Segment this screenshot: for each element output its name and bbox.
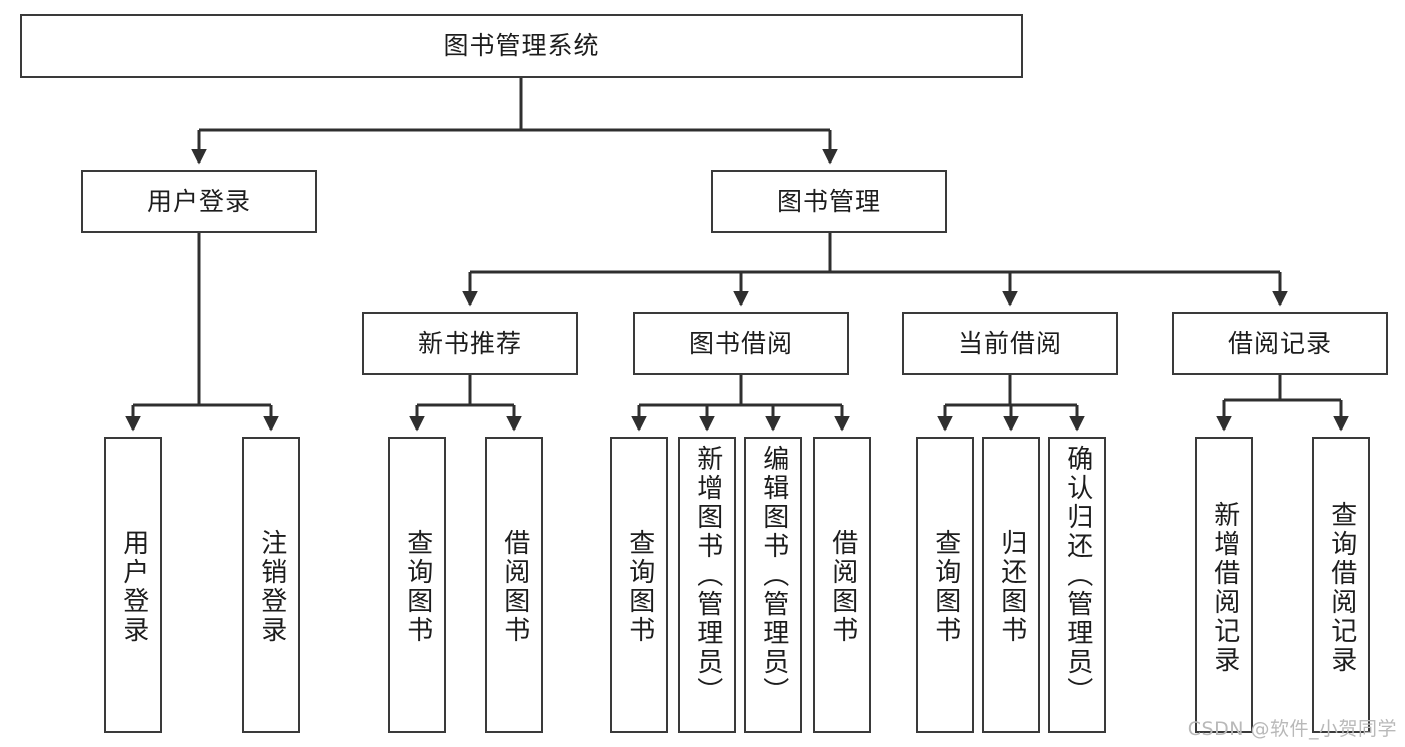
- node-label: 查询图书: [402, 529, 433, 645]
- node-label: 借阅图书: [499, 529, 530, 645]
- node-current-borrow[interactable]: 当前借阅: [902, 312, 1118, 375]
- node-leaf-logout[interactable]: 注销登录: [242, 437, 300, 733]
- node-book-borrow[interactable]: 图书借阅: [633, 312, 849, 375]
- node-label: 确认归还（管理员）: [1062, 445, 1093, 706]
- node-label: 查询图书: [930, 529, 961, 645]
- node-leaf-user-login[interactable]: 用户登录: [104, 437, 162, 733]
- node-book-management[interactable]: 图书管理: [711, 170, 947, 233]
- node-leaf-query-book-borrow[interactable]: 查询图书: [610, 437, 668, 733]
- node-label: 当前借阅: [957, 328, 1062, 358]
- node-leaf-return-book[interactable]: 归还图书: [982, 437, 1040, 733]
- node-root-book-management-system[interactable]: 图书管理系统: [20, 14, 1023, 78]
- node-label: 归还图书: [996, 529, 1027, 645]
- node-leaf-query-book-current[interactable]: 查询图书: [916, 437, 974, 733]
- node-label: 注销登录: [256, 529, 287, 645]
- node-label: 用户登录: [146, 186, 251, 216]
- node-leaf-edit-book-admin[interactable]: 编辑图书（管理员）: [744, 437, 802, 733]
- node-label: 图书管理系统: [443, 31, 600, 61]
- node-leaf-add-book-admin[interactable]: 新增图书（管理员）: [678, 437, 736, 733]
- node-label: 查询图书: [624, 529, 655, 645]
- node-label: 新书推荐: [417, 328, 522, 358]
- node-leaf-query-book-recommend[interactable]: 查询图书: [388, 437, 446, 733]
- node-leaf-borrow-book-recommend[interactable]: 借阅图书: [485, 437, 543, 733]
- node-label: 编辑图书（管理员）: [758, 445, 789, 706]
- node-label: 图书借阅: [688, 328, 793, 358]
- node-borrow-record[interactable]: 借阅记录: [1172, 312, 1388, 375]
- node-leaf-query-borrow-record[interactable]: 查询借阅记录: [1312, 437, 1370, 733]
- node-new-book-recommend[interactable]: 新书推荐: [362, 312, 578, 375]
- node-leaf-borrow-book-borrow[interactable]: 借阅图书: [813, 437, 871, 733]
- node-label: 图书管理: [776, 186, 881, 216]
- node-label: 查询借阅记录: [1326, 501, 1357, 675]
- node-label: 新增借阅记录: [1209, 501, 1240, 675]
- node-label: 新增图书（管理员）: [692, 445, 723, 706]
- node-leaf-add-borrow-record[interactable]: 新增借阅记录: [1195, 437, 1253, 733]
- watermark-text: CSDN @软件_小贺同学: [1187, 718, 1397, 740]
- node-label: 借阅图书: [827, 529, 858, 645]
- node-label: 借阅记录: [1227, 328, 1332, 358]
- node-user-login[interactable]: 用户登录: [81, 170, 317, 233]
- node-label: 用户登录: [118, 529, 149, 645]
- node-leaf-confirm-return-admin[interactable]: 确认归还（管理员）: [1048, 437, 1106, 733]
